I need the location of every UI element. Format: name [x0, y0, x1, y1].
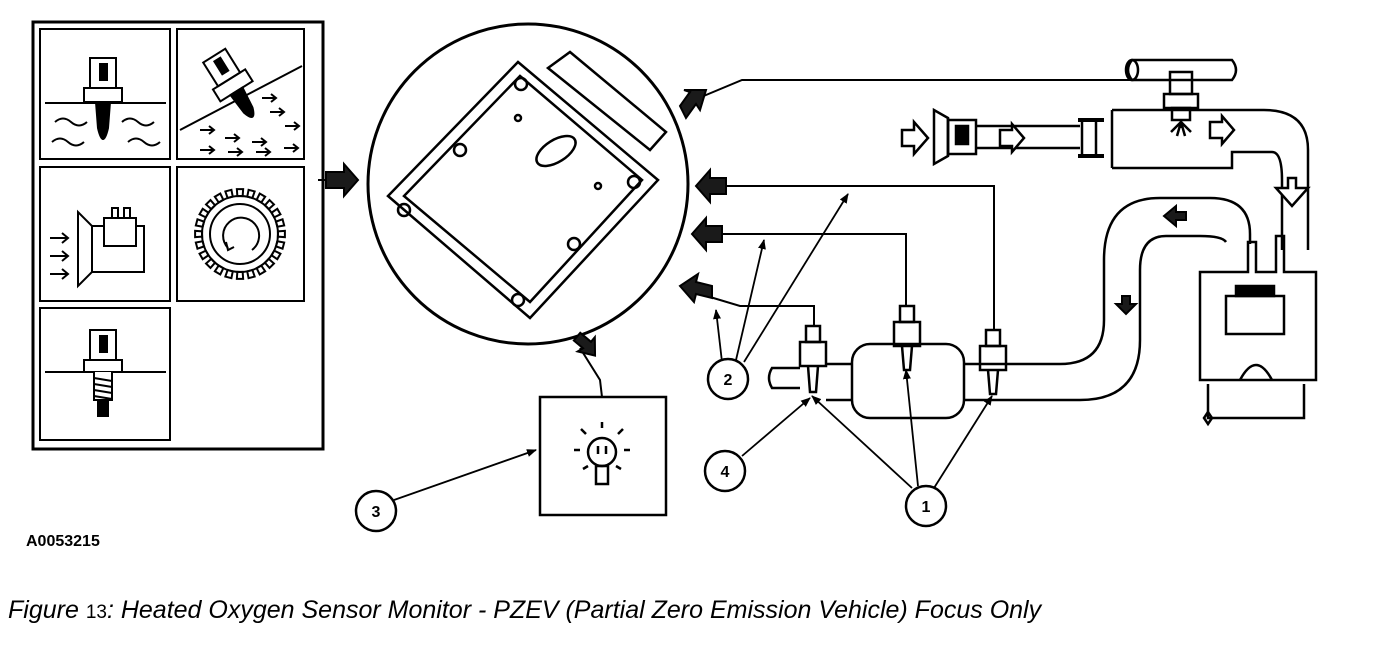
- trigger-wheel-tooth: [194, 240, 206, 250]
- trigger-wheel-tooth: [194, 229, 204, 239]
- input-sensor-panel: [31, 20, 325, 451]
- cylinder-head-temperature-sensor-icon: [45, 329, 166, 417]
- heated-oxygen-sensors: [798, 304, 1008, 396]
- callout-leaders: [393, 193, 993, 501]
- trigger-wheel-tooth: [263, 198, 276, 211]
- trigger-wheel-tooth: [270, 249, 282, 261]
- callout-2-label: 2: [724, 372, 733, 389]
- trigger-wheel-tooth: [263, 257, 276, 270]
- trigger-wheel-tooth: [235, 270, 245, 280]
- trigger-wheel-tooth: [235, 188, 245, 198]
- trigger-wheel-tooth: [213, 264, 225, 276]
- exhaust-flow-arrows: [1113, 203, 1187, 316]
- trigger-wheel-tooth: [274, 240, 286, 250]
- trigger-wheel-tooth: [255, 192, 267, 204]
- exhaust-pipe: [767, 196, 1252, 420]
- air-intake-duct: [932, 107, 1310, 250]
- signal-direction-arrows: [325, 89, 727, 357]
- callout-3-label: 3: [372, 504, 381, 521]
- trigger-wheel-tooth: [198, 249, 210, 261]
- figure-caption: Figure 13: Heated Oxygen Sensor Monitor …: [8, 596, 1041, 625]
- signal-wires: [318, 79, 1210, 398]
- trigger-wheel-tooth: [270, 207, 282, 219]
- trigger-wheel-tooth: [276, 229, 286, 239]
- callout-4-label: 4: [721, 464, 730, 481]
- figure-reference-id: A0053215: [26, 533, 100, 550]
- callout-1-label: 1: [922, 499, 931, 516]
- intake-air-temperature-sensor-icon: [179, 47, 303, 157]
- callout-4: 4: [703, 449, 747, 493]
- trigger-wheel-tooth: [198, 207, 210, 219]
- powertrain-control-module: [366, 22, 690, 346]
- trigger-wheel-tooth: [224, 268, 234, 280]
- mass-air-flow-sensor-icon: [50, 207, 145, 289]
- caption-text: : Heated Oxygen Sensor Monitor - PZEV (P…: [106, 596, 1042, 624]
- callout-3: 3: [354, 489, 398, 533]
- air-flow-arrows: [900, 112, 1311, 208]
- callout-1: 1: [904, 484, 948, 528]
- caption-prefix: Figure: [8, 596, 86, 624]
- malfunction-indicator-lamp: [538, 395, 668, 517]
- trigger-wheel-tooth: [213, 192, 225, 204]
- trigger-wheel-tooth: [204, 257, 217, 270]
- fuel-rail-and-injector: [1124, 58, 1238, 137]
- trigger-wheel-tooth: [255, 264, 267, 276]
- trigger-wheel-tooth: [274, 218, 286, 228]
- trigger-wheel-tooth: [204, 198, 217, 211]
- callout-2: 2: [706, 357, 750, 401]
- caption-number: 13: [85, 602, 107, 623]
- trigger-wheel-tooth: [246, 188, 256, 200]
- coolant-temperature-sensor-icon: [45, 57, 166, 147]
- crankshaft-position-sensor-wheel-icon: [194, 188, 286, 280]
- trigger-wheel-tooth: [194, 218, 206, 228]
- engine-cylinder: [1198, 234, 1318, 427]
- trigger-wheel-tooth: [224, 188, 234, 200]
- trigger-wheel-tooth: [246, 268, 256, 280]
